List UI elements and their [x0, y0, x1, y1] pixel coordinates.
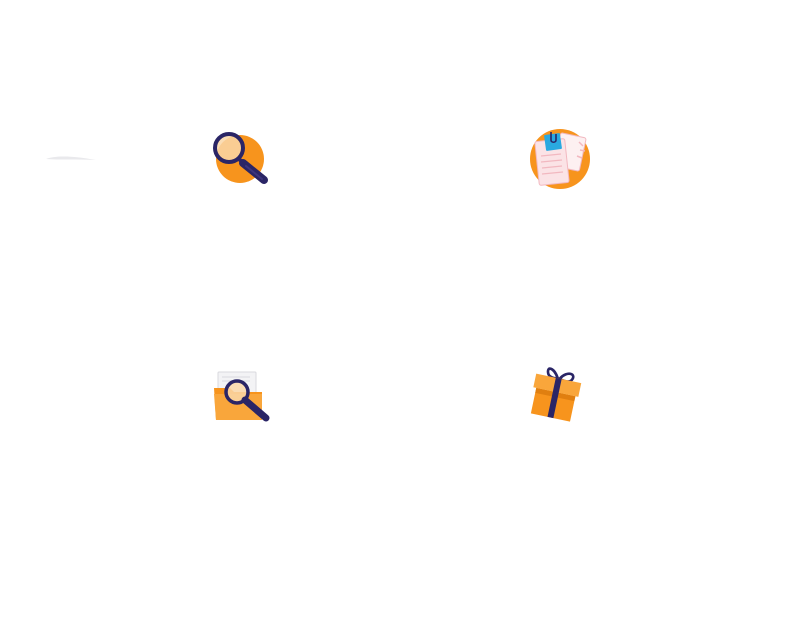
gift-box-icon	[528, 364, 582, 424]
folder-search-icon	[210, 370, 272, 424]
decorative-smudge	[46, 156, 96, 160]
documents-icon	[527, 126, 593, 192]
magnifying-glass-icon	[208, 128, 272, 188]
